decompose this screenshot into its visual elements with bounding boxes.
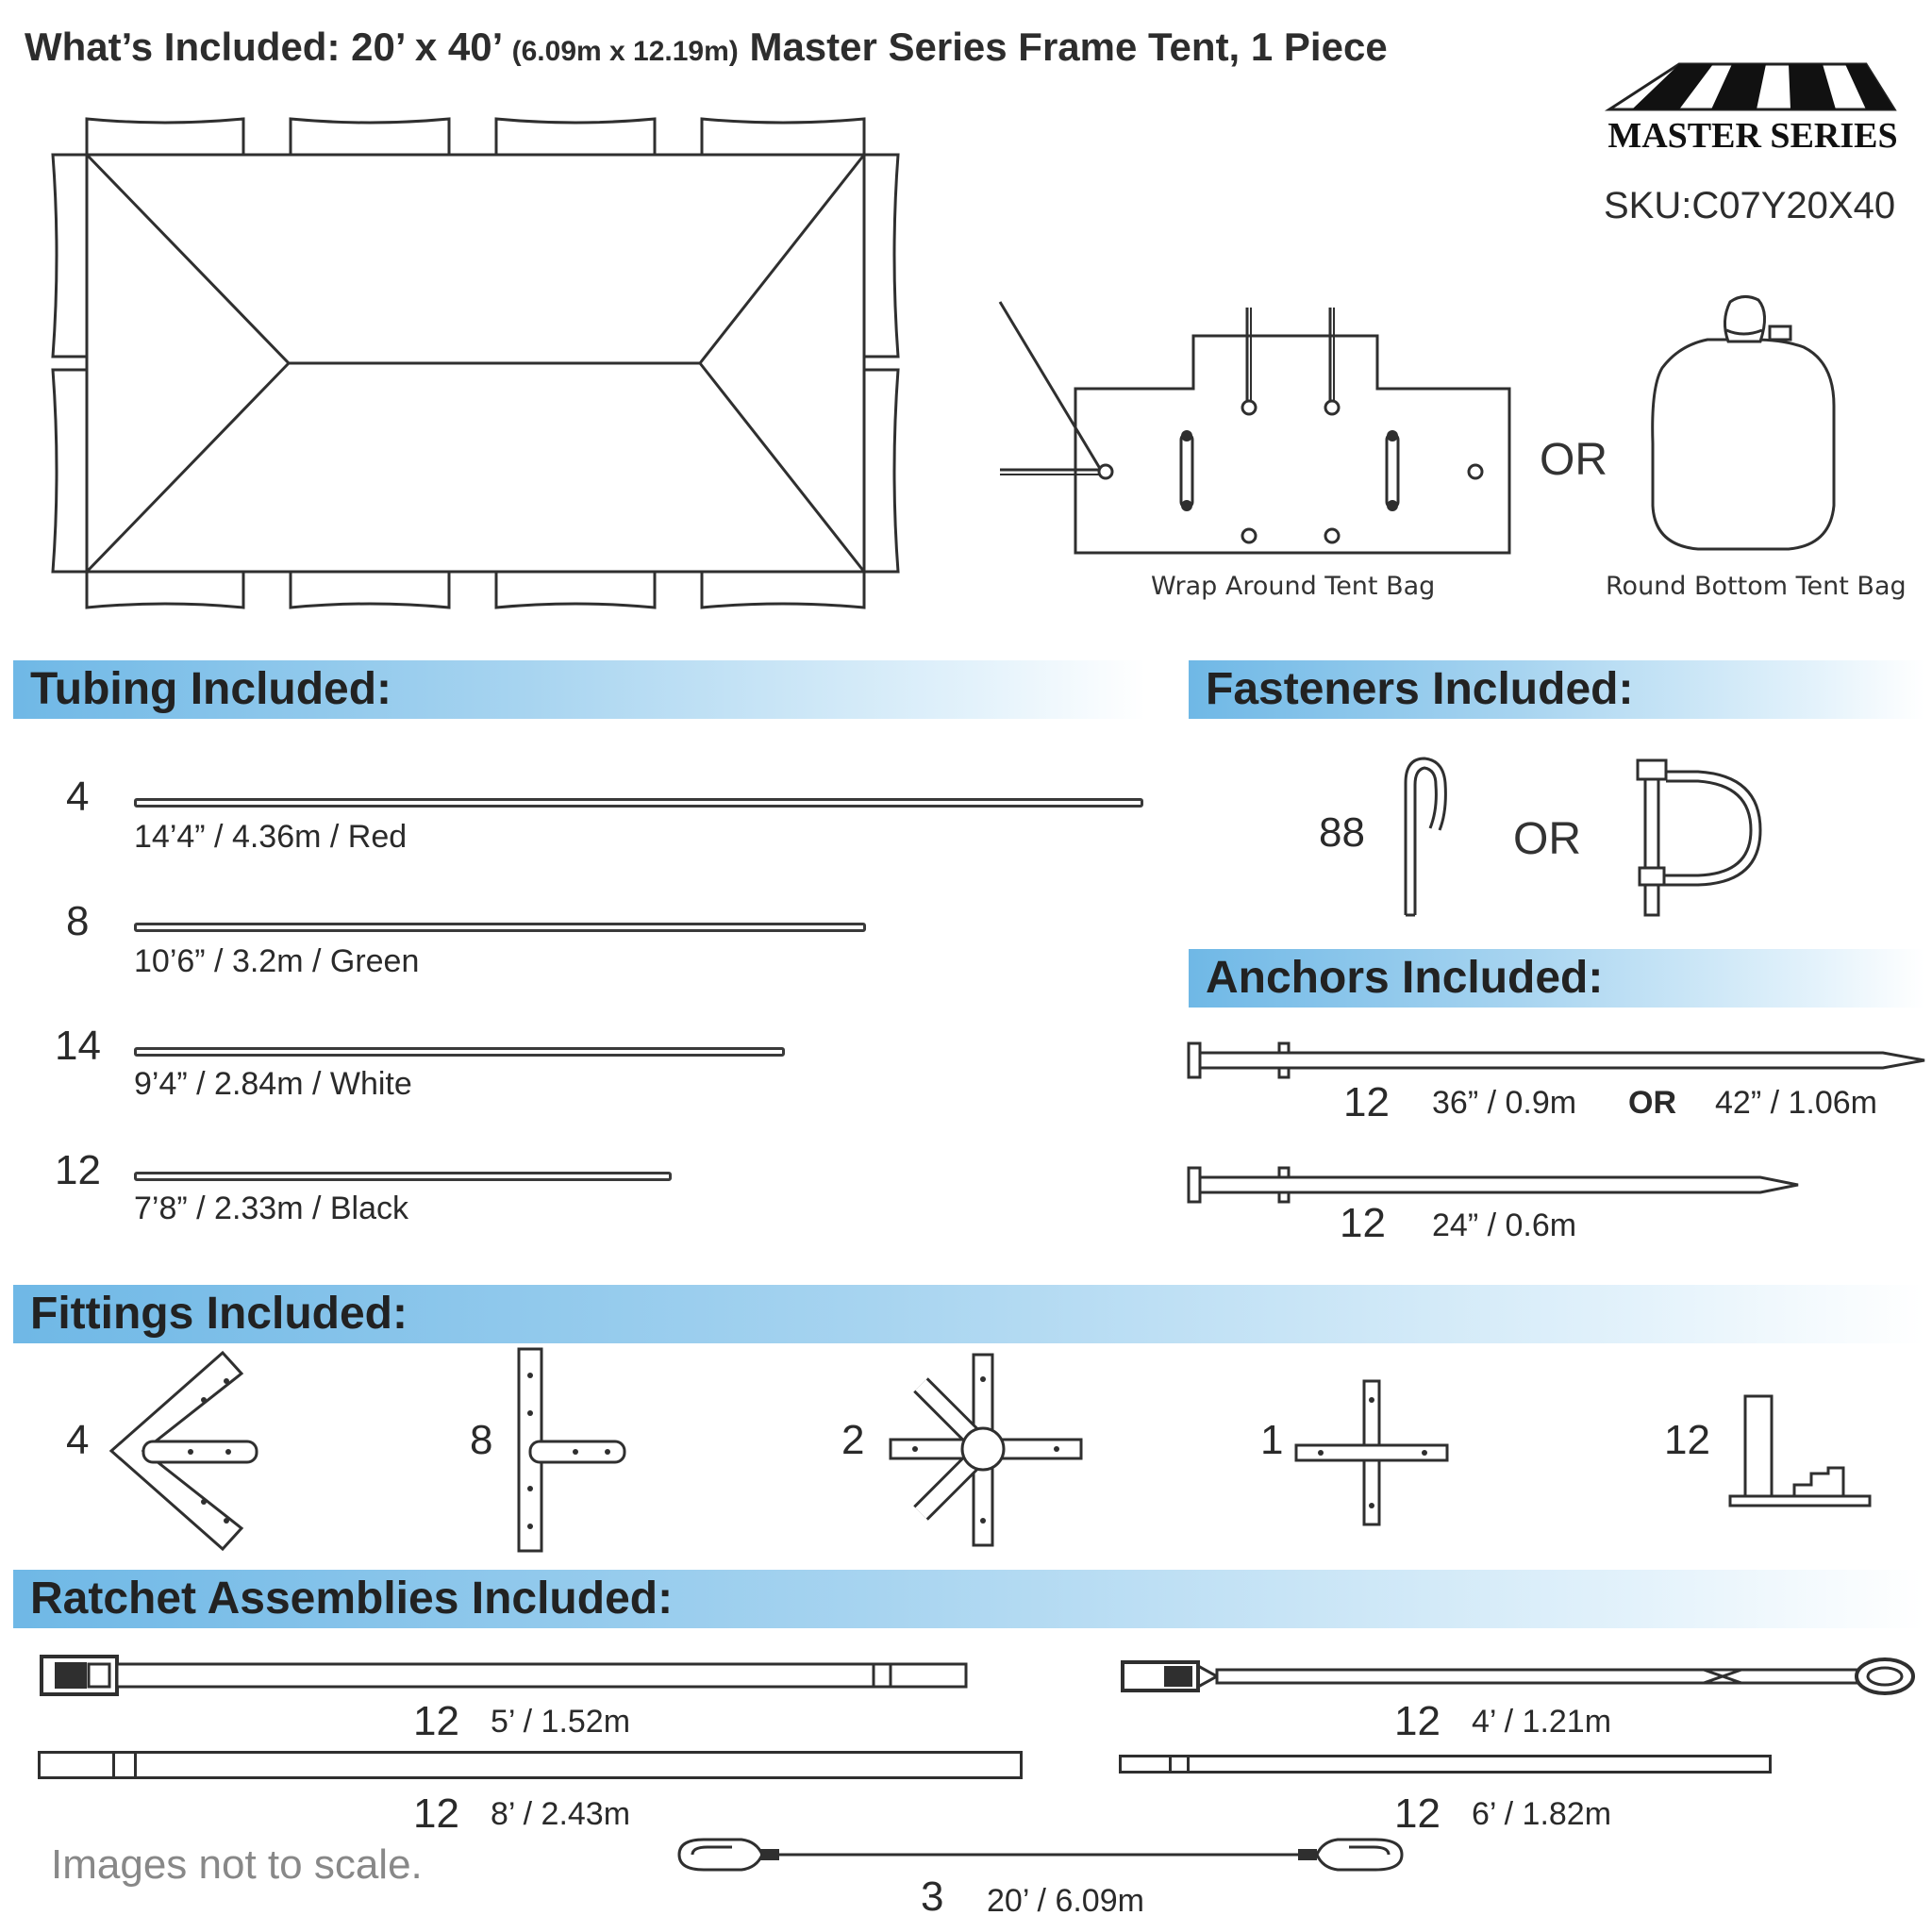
title-metric: (6.09m x 12.19m)	[511, 36, 739, 67]
brand-text: MASTER SERIES	[1607, 116, 1897, 156]
ratchet-qty-1: 12	[413, 1698, 459, 1744]
j-hook-icon	[1404, 757, 1447, 917]
anchor-stake-long	[1187, 1041, 1925, 1079]
cross-fitting-icon	[1294, 1379, 1449, 1526]
ratchet-label-3: 4’ / 1.21m	[1472, 1704, 1612, 1740]
fasteners-heading: Fasteners Included:	[1189, 660, 1924, 719]
ratchet-qty-4: 12	[1394, 1790, 1441, 1837]
cable-with-snap-hooks	[677, 1838, 1404, 1872]
anchor-stake-short	[1187, 1166, 1799, 1204]
wrap-around-tent-bag	[998, 301, 1511, 555]
ratchet-label-4: 6’ / 1.82m	[1472, 1796, 1612, 1832]
ratchet-label-2: 8’ / 2.43m	[491, 1796, 631, 1832]
corner-fitting-icon	[108, 1350, 258, 1552]
tubing-qty-1: 4	[66, 774, 90, 820]
anchors-heading: Anchors Included:	[1189, 949, 1924, 1008]
anchor-long-or: OR	[1628, 1085, 1676, 1121]
tubing-qty-2: 8	[66, 898, 90, 944]
ratchet-qty-5: 3	[921, 1874, 944, 1920]
fittings-heading: Fittings Included:	[13, 1285, 1924, 1343]
ratchet-strap-loop	[1121, 1657, 1915, 1695]
tubing-label-2: 10’6” / 3.2m / Green	[134, 943, 420, 979]
round-bag-label: Round Bottom Tent Bag	[1606, 572, 1907, 601]
round-bottom-tent-bag	[1651, 295, 1836, 551]
anchor-long-size-b: 42” / 1.06m	[1715, 1085, 1877, 1121]
title-main: What’s Included: 20’ x 40’	[25, 25, 501, 69]
lynch-pin-icon	[1636, 758, 1762, 917]
tubing-label-1: 14’4” / 4.36m / Red	[134, 819, 408, 855]
scale-note: Images not to scale.	[51, 1841, 423, 1888]
anchor-long-qty: 12	[1343, 1079, 1390, 1125]
tube-red	[134, 798, 1143, 808]
ratchet-label-1: 5’ / 1.52m	[491, 1704, 631, 1740]
title-end: Master Series Frame Tent, 1 Piece	[749, 25, 1388, 69]
sku-label: SKU:C07Y20X40	[1604, 185, 1896, 226]
tent-top-view	[51, 117, 900, 609]
tee-fitting-icon	[517, 1347, 626, 1553]
fitting-qty-2: 8	[470, 1417, 493, 1463]
tubing-label-4: 7’8” / 2.33m / Black	[134, 1191, 409, 1226]
bag-or-text: OR	[1540, 435, 1607, 485]
ratchets-heading: Ratchet Assemblies Included:	[13, 1570, 1924, 1628]
fastener-qty: 88	[1319, 809, 1365, 856]
master-series-logo: MASTER SERIES	[1604, 62, 1898, 156]
tubing-label-3: 9’4” / 2.84m / White	[134, 1066, 412, 1102]
tubing-heading: Tubing Included:	[13, 660, 1145, 719]
anchor-short-qty: 12	[1340, 1200, 1386, 1246]
tubing-qty-4: 12	[55, 1147, 101, 1193]
page-title: What’s Included: 20’ x 40’ (6.09m x 12.1…	[25, 25, 1388, 70]
fitting-qty-3: 2	[841, 1417, 865, 1463]
anchor-long-size-a: 36” / 0.9m	[1432, 1085, 1577, 1121]
wrap-bag-label: Wrap Around Tent Bag	[1151, 572, 1436, 601]
ratchet-strap-8ft	[38, 1751, 1023, 1779]
ratchet-strap-6ft	[1119, 1755, 1772, 1774]
fitting-qty-1: 4	[66, 1417, 90, 1463]
fastener-or-text: OR	[1513, 814, 1581, 864]
ratchet-qty-2: 12	[413, 1790, 459, 1837]
anchor-short-size: 24” / 0.6m	[1432, 1208, 1577, 1243]
ratchet-qty-3: 12	[1394, 1698, 1441, 1744]
fitting-qty-5: 12	[1664, 1417, 1710, 1463]
tubing-qty-3: 14	[55, 1023, 101, 1069]
tube-white	[134, 1047, 785, 1057]
tube-black	[134, 1172, 672, 1181]
ratchet-label-5: 20’ / 6.09m	[987, 1883, 1144, 1919]
center-hub-fitting-icon	[889, 1353, 1083, 1547]
ratchet-strap-long	[40, 1655, 968, 1696]
fitting-qty-4: 1	[1260, 1417, 1284, 1463]
tube-green	[134, 923, 866, 932]
foot-plate-fitting-icon	[1728, 1394, 1872, 1507]
